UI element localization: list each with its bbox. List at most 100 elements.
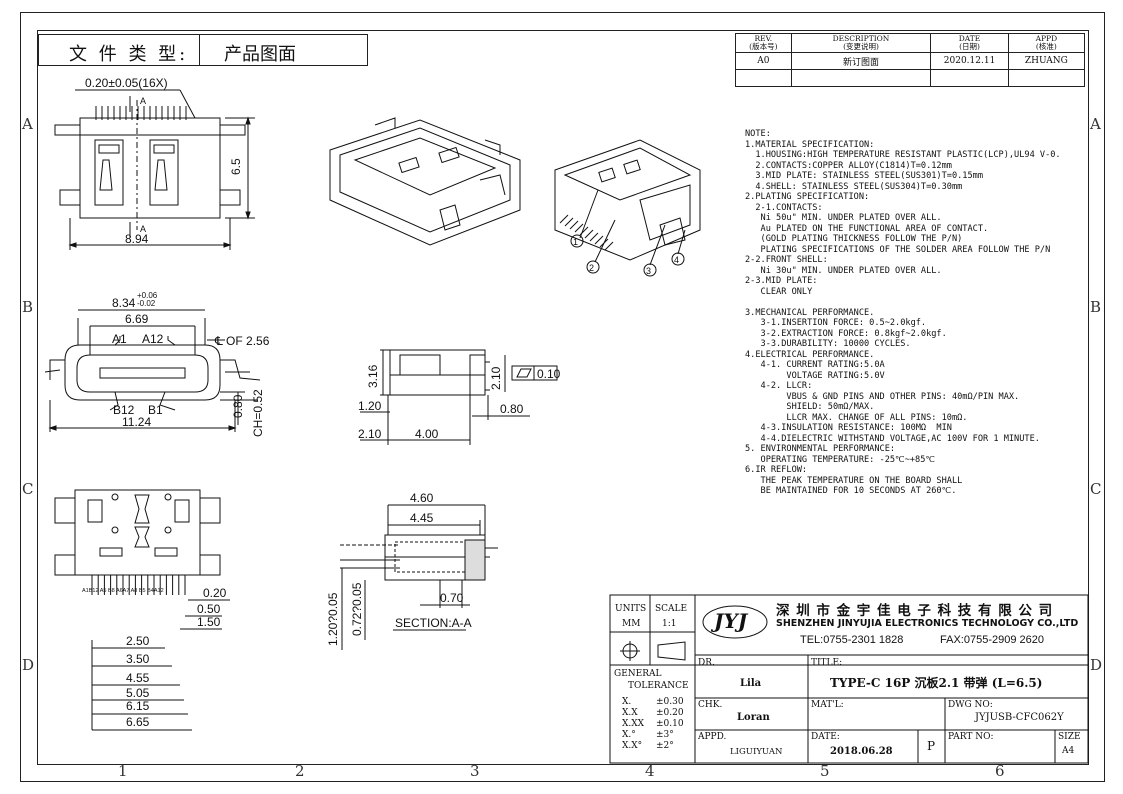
- iso-pin: [569, 220, 579, 230]
- p-mark: P: [927, 739, 936, 753]
- dim-tol-plus: +0.06: [137, 291, 158, 300]
- dim-sec-445: 4.45: [410, 511, 434, 525]
- matl-label: MAT'L:: [811, 700, 844, 710]
- note-line: (GOLD PLATING THICKNESS FOLLOW THE P/N): [745, 234, 963, 244]
- note-line: 4-1. CURRENT RATING:5.0A: [745, 360, 885, 370]
- note-line: Ni 50u" MIN. UNDER PLATED OVER ALL.: [745, 213, 942, 223]
- units-value: MM: [622, 619, 641, 629]
- note-line: 2-1.CONTACTS:: [745, 202, 823, 213]
- iso-pin: [559, 214, 569, 224]
- note-line: VBUS & GND PINS AND OTHER PINS: 40mΩ/PIN…: [745, 391, 1020, 402]
- dim-side-210a: 2.10: [358, 427, 382, 441]
- note-line: 3-1.INSERTION FORCE: 0.5~2.0kgf.: [745, 318, 927, 328]
- title-label: TITLE:: [811, 658, 843, 668]
- notes-block: NOTE:1.MATERIAL SPECIFICATION: 1.HOUSING…: [745, 129, 1061, 497]
- note-line: 2.CONTACTS:COPPER ALLOY(C1814)T=0.12mm: [745, 160, 952, 171]
- note-line: 2-3.MID PLATE:: [745, 276, 818, 286]
- dim-bot-615: 6.15: [126, 699, 150, 713]
- zone-col-4: 4: [645, 762, 655, 780]
- dwg-label: DWG NO:: [948, 700, 993, 710]
- callout-3: 3: [646, 266, 651, 276]
- label-b12: B12: [113, 403, 135, 417]
- bottom-view: [54, 489, 221, 595]
- scale-value: 1:1: [662, 619, 677, 629]
- note-line: NOTE:: [745, 129, 771, 139]
- note-line: 2-2.FRONT SHELL:: [745, 255, 828, 265]
- dim-tol-minus: -0.02: [137, 299, 156, 308]
- note-line: LLCR MAX. CHANGE OF ALL PINS: 10mΩ.: [745, 412, 968, 423]
- dim-sec-070: 0.70: [440, 591, 464, 605]
- size-value: A4: [1062, 746, 1075, 756]
- dr-value: Lila: [740, 678, 762, 689]
- note-line: Ni 30u" MIN. UNDER PLATED OVER ALL.: [745, 265, 942, 276]
- label-b1: B1: [148, 403, 163, 417]
- dim-side-400: 4.00: [415, 427, 439, 441]
- revision-table: REV.(版本号) DESCRIPTION(变更说明) DATE(日期) APP…: [735, 33, 1086, 87]
- note-line: BE MAINTAINED FOR 10 SECONDS AT 260℃.: [745, 486, 957, 496]
- dim-sec-120: 1.20?0.05: [326, 592, 340, 646]
- note-line: CLEAR ONLY: [745, 286, 813, 297]
- company-name-en: SHENZHEN JINYUJIA ELECTRONICS TECHNOLOGY…: [776, 618, 1079, 629]
- note-line: 3-3.DURABILITY: 10000 CYCLES.: [745, 339, 911, 349]
- company-name-cn: 深 圳 市 金 宇 佳 电 子 科 技 有 限 公 司: [776, 603, 1054, 619]
- dim-top-pitch: 0.20±0.05(16X): [85, 76, 168, 90]
- dim-bot-665: 6.65: [126, 715, 150, 729]
- file-type-box: 文 件 类 型: 产品图面: [38, 34, 368, 66]
- dim-bot-455: 4.55: [126, 671, 150, 685]
- dim-width-1124: 11.24: [122, 415, 151, 429]
- note-line: 3.MID PLATE: STAINLESS STEEL(SUS301)T=0.…: [745, 171, 983, 181]
- zone-col-2: 2: [295, 762, 305, 780]
- company-fax: FAX:0755-2909 2620: [940, 634, 1044, 646]
- section-label: SECTION:A-A: [395, 616, 472, 630]
- tolerance-row: X.XX±0.10: [622, 719, 684, 729]
- title-value: TYPE-C 16P 沉板2.1 带弹 (L=6.5): [830, 676, 1043, 690]
- section-view: [340, 504, 498, 650]
- dim-sec-072: 0.72?0.05: [350, 582, 364, 636]
- dim-flatness: 0.10: [537, 367, 561, 381]
- note-line: 6.IR REFLOW:: [745, 465, 808, 475]
- note-line: PLATING SPECIFICATIONS OF THE SOLDER ARE…: [745, 244, 1051, 255]
- iso-pin: [604, 241, 614, 251]
- tolerance-row: X.X°±2°: [622, 741, 674, 751]
- part-label: PART NO:: [948, 732, 994, 742]
- note-line: 4.ELECTRICAL PERFORMANCE.: [745, 349, 875, 360]
- dim-ch: CH=0.52: [251, 389, 265, 437]
- zone-row-d: D: [22, 656, 35, 674]
- zone-row-a: A: [22, 115, 33, 133]
- outer-frame: [20, 12, 1105, 782]
- note-line: VOLTAGE RATING:5.0V: [745, 370, 885, 381]
- note-line: 3-2.EXTRACTION FORCE: 0.8kgf~2.0kgf.: [745, 328, 947, 339]
- top-view: [54, 89, 255, 250]
- dim-sec-460: 4.60: [410, 491, 434, 505]
- bottom-dim-lines: [91, 599, 230, 731]
- label-a12: A12: [142, 332, 164, 346]
- note-line: 4-2. LLCR:: [745, 381, 813, 391]
- note-line: 1.MATERIAL SPECIFICATION:: [745, 139, 875, 150]
- company-tel: TEL:0755-2301 1828: [800, 634, 904, 646]
- file-type-value: 产品图面: [224, 44, 296, 65]
- tolerance-row: X.°±3°: [622, 730, 674, 740]
- chk-label: CHK.: [698, 700, 723, 710]
- callout-2: 2: [589, 263, 594, 273]
- zone-col-5: 5: [820, 762, 830, 780]
- dim-bot-250: 2.50: [126, 634, 150, 648]
- tolerance-row: X.±0.30: [622, 697, 684, 707]
- callout-1: 1: [573, 237, 578, 247]
- note-line: Au PLATED ON THE FUNCTIONAL AREA OF CONT…: [745, 223, 989, 234]
- note-line: OPERATING TEMPERATURE: -25℃~+85℃: [745, 454, 936, 465]
- iso-pin: [574, 223, 584, 233]
- side-view: [360, 349, 558, 445]
- section-mark-bottom: A: [140, 224, 146, 234]
- general-label: GENERAL: [614, 669, 662, 679]
- dim-width-669: 6.69: [125, 312, 149, 326]
- file-type-divider: [199, 35, 200, 65]
- note-line: 1.HOUSING:HIGH TEMPERATURE RESISTANT PLA…: [745, 150, 1061, 160]
- zone-row-c-right: C: [1090, 480, 1102, 498]
- note-line: 5. ENVIRONMENTAL PERFORMANCE:: [745, 444, 896, 454]
- label-a1: A1: [112, 332, 127, 346]
- scale-label: SCALE: [655, 604, 688, 614]
- note-line: THE PEAK TEMPERATURE ON THE BOARD SHALL: [745, 475, 963, 486]
- zone-col-6: 6: [995, 762, 1005, 780]
- dim-height-65: 6.5: [229, 158, 243, 175]
